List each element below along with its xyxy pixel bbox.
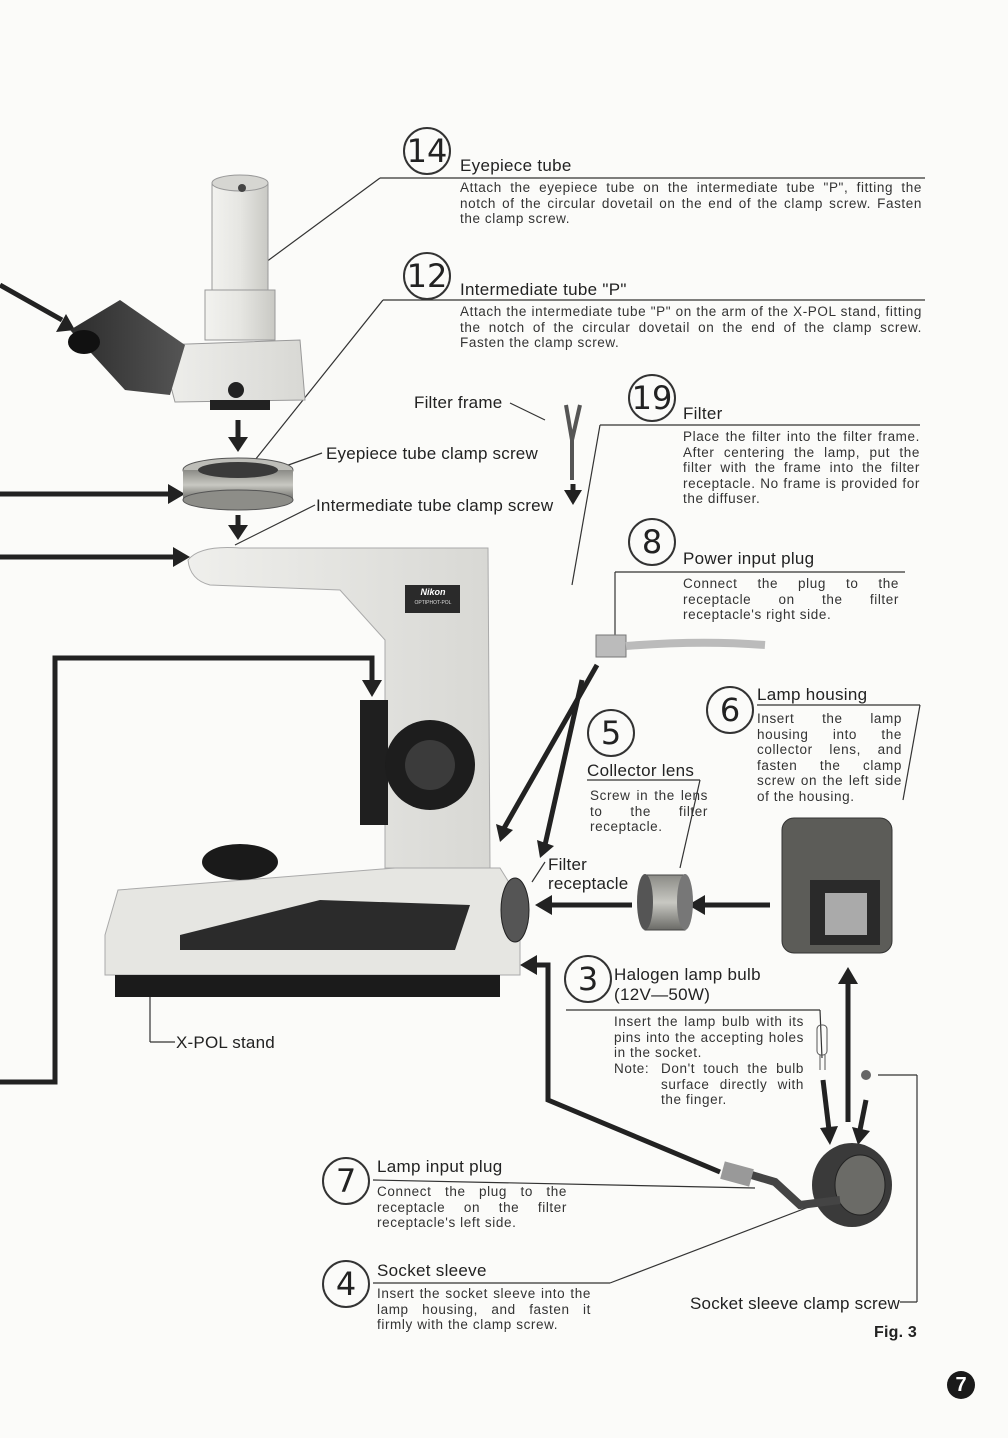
power-plug-drawing — [595, 634, 766, 658]
callout-title: Filter — [683, 404, 723, 423]
label-filter-frame: Filter frame — [414, 393, 503, 413]
callout-number: 12 — [403, 252, 451, 300]
brand-model: OPTIPHOT-POL — [414, 600, 452, 606]
label-eyepiece-tube-clamp-screw: Eyepiece tube clamp screw — [326, 444, 538, 464]
callout-number: 14 — [403, 127, 451, 175]
callout-note: Don't touch the bulb surface directly wi… — [661, 1061, 804, 1108]
callout-title: Eyepiece tube — [460, 156, 572, 175]
callout-body: Screw in the lens to the filter receptac… — [590, 788, 708, 835]
callout-body: Connect the plug to the receptacle on th… — [377, 1184, 567, 1231]
callout-body: Attach the intermediate tube "P" on the … — [460, 304, 922, 351]
callout-body: Insert the socket sleeve into the lamp h… — [377, 1286, 591, 1333]
callout-number: 5 — [587, 709, 635, 757]
collector-lens-drawing — [637, 874, 693, 931]
callout-body: Attach the eyepiece tube on the intermed… — [460, 180, 922, 227]
callout-number: 7 — [322, 1157, 370, 1205]
intermediate-tube-drawing — [182, 457, 294, 511]
callout-title: Socket sleeve — [377, 1261, 487, 1280]
filter-frame-drawing — [564, 404, 582, 480]
callout-note-label: Note: — [614, 1061, 650, 1076]
callout-number: 6 — [706, 686, 754, 734]
page-number: 7 — [947, 1371, 975, 1399]
callout-number: 8 — [628, 518, 676, 566]
callout-body: Place the filter into the filter frame. … — [683, 429, 920, 507]
lamp-housing-drawing — [781, 817, 893, 954]
label-intermediate-tube-clamp-screw: Intermediate tube clamp screw — [316, 496, 554, 516]
leader-lines — [149, 177, 925, 1303]
callout-number: 3 — [564, 955, 612, 1003]
callout-title: Collector lens — [587, 761, 695, 780]
callout-title: Intermediate tube "P" — [460, 280, 627, 299]
label-socket-sleeve-clamp-screw: Socket sleeve clamp screw — [690, 1294, 901, 1314]
figure-caption: Fig. 3 — [874, 1324, 917, 1342]
callout-body: Insert the lamp housing into the collect… — [757, 711, 902, 804]
callout-number: 4 — [322, 1260, 370, 1308]
label-xpol-stand: X-POL stand — [176, 1033, 275, 1053]
xpol-stand-drawing — [104, 547, 530, 997]
socket-sleeve-drawing — [720, 1070, 892, 1227]
eyepiece-tube-drawing — [68, 174, 306, 410]
callout-title: Halogen lamp bulb — [614, 965, 761, 984]
callout-body: Connect the plug to the receptacle on th… — [683, 576, 899, 623]
callout-title-rating: (12V—50W) — [614, 985, 711, 1004]
callout-title: Lamp housing — [757, 685, 868, 704]
brand-logo: Nikon — [420, 587, 446, 597]
callout-number: 19 — [628, 374, 676, 422]
label-filter-receptacle-line1: Filter — [548, 855, 587, 875]
label-filter-receptacle-line2: receptacle — [548, 874, 629, 894]
callout-title: Lamp input plug — [377, 1157, 503, 1176]
callout-body: Insert the lamp bulb with its pins into … — [614, 1014, 804, 1061]
callout-title: Power input plug — [683, 549, 815, 568]
halogen-bulb-drawing — [816, 1024, 828, 1070]
